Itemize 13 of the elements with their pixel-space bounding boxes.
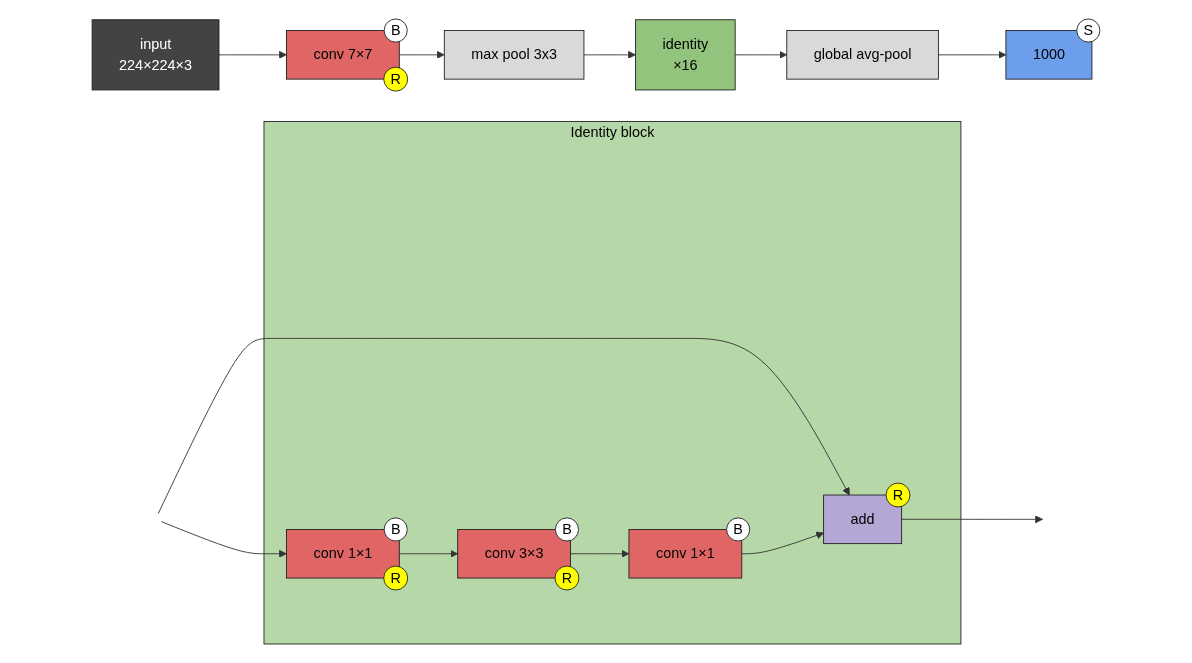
node-box: max pool 3x3 [443, 30, 585, 80]
node-box: identity ×16 [635, 19, 736, 91]
node-circle: R [554, 565, 580, 591]
node-box: global avg-pool [786, 30, 939, 80]
node-circle: R [383, 565, 409, 591]
node-box: input 224×224×3 [91, 19, 220, 91]
node-circle: R [885, 482, 911, 508]
node-circle: S [1076, 18, 1101, 43]
node-circle: B [383, 517, 408, 542]
node-circle: R [383, 66, 409, 92]
node-circle: B [554, 517, 579, 542]
node-circle: B [383, 18, 408, 43]
node-circle: B [726, 517, 751, 542]
